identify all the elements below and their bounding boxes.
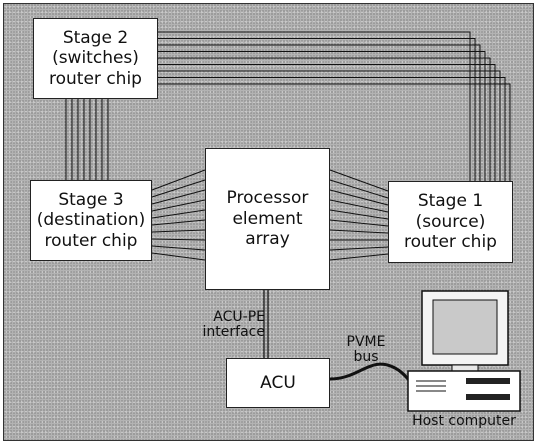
host-computer-icon bbox=[408, 291, 520, 411]
stage1-router-label: Stage 1 (source) router chip bbox=[404, 191, 497, 252]
processor-element-array: Processor element array bbox=[205, 148, 330, 290]
stage3-router-chip: Stage 3 (destination) router chip bbox=[30, 180, 152, 261]
processor-to-stage1-wire-bundle bbox=[330, 170, 388, 260]
stage1-router-chip: Stage 1 (source) router chip bbox=[388, 181, 513, 263]
processor-array-label: Processor element array bbox=[227, 188, 309, 249]
pvme-bus-label: PVME bus bbox=[338, 335, 394, 364]
stage3-router-label: Stage 3 (destination) router chip bbox=[37, 190, 146, 251]
stage2-to-stage3-wire-bundle bbox=[66, 99, 108, 180]
acu-label: ACU bbox=[260, 373, 296, 393]
stage3-to-processor-wire-bundle bbox=[152, 170, 205, 260]
stage2-router-label: Stage 2 (switches) router chip bbox=[49, 28, 142, 89]
pvme-bus-cable bbox=[330, 364, 420, 385]
acu-pe-interface-label: ACU-PE interface bbox=[183, 310, 265, 339]
host-computer-label: Host computer bbox=[396, 414, 532, 429]
stage2-router-chip: Stage 2 (switches) router chip bbox=[33, 18, 158, 99]
acu-box: ACU bbox=[226, 358, 330, 408]
